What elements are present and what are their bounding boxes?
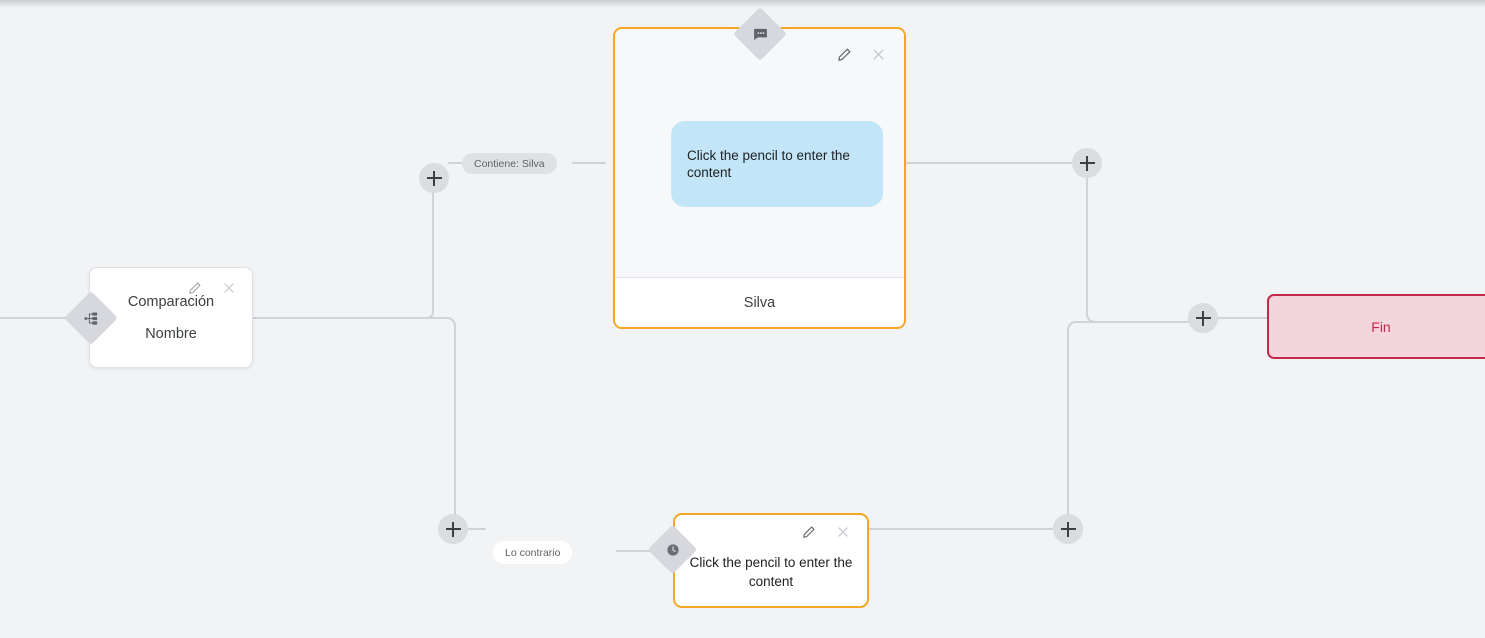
fallback-node-badge <box>647 524 698 575</box>
node-fallback[interactable]: Click the pencil to enter the content <box>673 513 869 608</box>
add-step-false-branch[interactable] <box>438 514 468 544</box>
close-icon[interactable] <box>220 279 238 297</box>
chat-bubble-icon <box>741 15 779 53</box>
add-step-before-end[interactable] <box>1188 303 1218 333</box>
edge-label-false[interactable]: Lo contrario <box>493 541 573 564</box>
edge-label-true[interactable]: Contiene: Silva <box>462 153 557 174</box>
flow-canvas[interactable]: Comparación Nombre <box>0 7 1485 638</box>
message-bubble[interactable]: Click the pencil to enter the content <box>671 121 883 207</box>
comparison-node-badge <box>64 291 118 345</box>
node-end[interactable]: Fin <box>1267 294 1485 359</box>
pencil-icon[interactable] <box>835 45 853 63</box>
message-node-badge <box>733 7 787 61</box>
comparison-title: Comparación <box>127 293 215 310</box>
end-node-label: Fin <box>1371 318 1391 335</box>
node-message[interactable]: Click the pencil to enter the content Si… <box>613 27 906 329</box>
add-step-after-message[interactable] <box>1072 148 1102 178</box>
pencil-icon[interactable] <box>186 279 204 297</box>
comparison-subtitle: Nombre <box>145 325 197 342</box>
clock-icon <box>655 532 690 567</box>
fallback-text: Click the pencil to enter the content <box>689 554 853 589</box>
fallback-node-actions <box>800 523 852 541</box>
add-step-after-fallback[interactable] <box>1053 514 1083 544</box>
message-node-body: Click the pencil to enter the content <box>615 29 904 277</box>
window-chrome-strip <box>0 0 1485 8</box>
pencil-icon[interactable] <box>800 523 818 541</box>
close-icon[interactable] <box>834 523 852 541</box>
branch-hierarchy-icon <box>72 299 110 337</box>
message-node-footer: Silva <box>615 277 904 327</box>
close-icon[interactable] <box>869 45 887 63</box>
comparison-node-actions <box>186 279 238 297</box>
add-step-true-branch[interactable] <box>419 163 449 193</box>
message-node-actions <box>835 45 887 63</box>
